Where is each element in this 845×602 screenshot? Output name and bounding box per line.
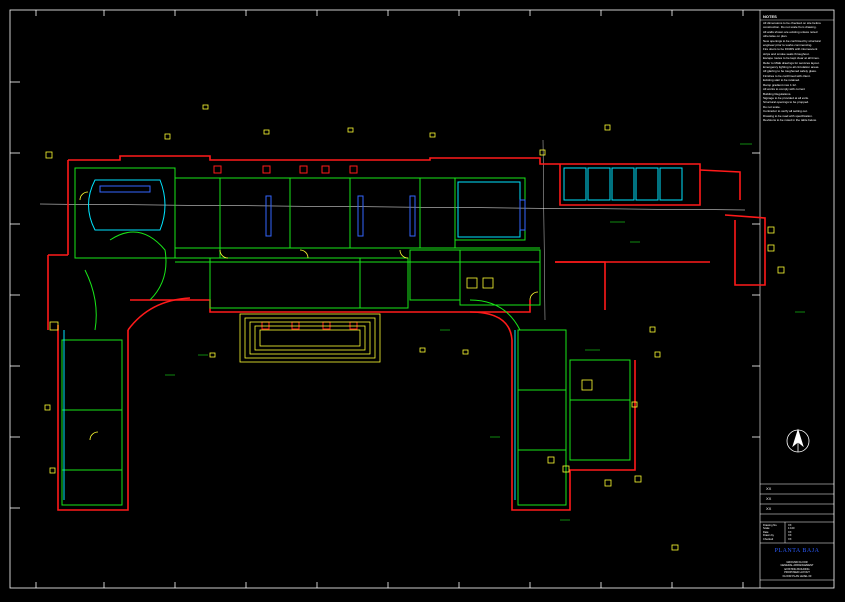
company-logo: PLANTA BAJA: [774, 548, 820, 554]
note-line: Building Regulations.: [763, 91, 792, 96]
note-line: New openings to be confirmed by structur…: [763, 38, 821, 43]
note-line: Drawing to be read with specification.: [763, 113, 813, 118]
door-markers: [44, 104, 785, 551]
grid-ticks: [10, 10, 760, 588]
legend-key: Drawn by: [763, 534, 774, 538]
title-block-line: GROUND FLOOR: [786, 561, 808, 564]
note-line: Structural openings to be propped.: [763, 100, 810, 105]
entrance-stairs: [239, 313, 381, 363]
title-block-line: FLOOR PLAN LEVEL 00: [782, 574, 812, 578]
note-line: Finishes to be confirmed with client.: [763, 73, 811, 78]
annotations: [165, 143, 805, 521]
north-arrow-icon: [786, 428, 810, 453]
note-line: All walls shown are existing unless note…: [763, 29, 818, 34]
note-line: Contractor to verify all setting out.: [763, 109, 808, 114]
notes-title: NOTES: [763, 14, 777, 19]
exterior-walls: [47, 155, 766, 511]
title-block-line: EXISTING BUILDING: [784, 567, 810, 571]
note-line: All works to comply with current: [763, 87, 806, 92]
note-line: engineer prior to works commencing.: [763, 43, 813, 48]
axis-line-vertical: [542, 139, 546, 321]
axis-line: [39, 203, 746, 211]
legend-value: XX: [788, 534, 792, 538]
furniture: [99, 185, 526, 237]
note-line: Fire doors to be FD30S with intumescent: [763, 47, 818, 52]
legend-value: XX: [788, 537, 792, 541]
glazing: [63, 167, 683, 500]
note-line: Refer to M&E drawings for services layou…: [763, 60, 820, 65]
note-line: Signage to be provided at all exits.: [763, 95, 809, 100]
legend-value: 1:100: [788, 527, 795, 531]
note-line: otherwise on plan.: [763, 34, 788, 39]
legend-key: Date: [763, 530, 769, 534]
revision-row: XX: [766, 496, 772, 501]
title-block-lines: [760, 483, 834, 581]
note-line: All glazing to be toughened safety glass…: [763, 69, 817, 74]
title-block-line: GENERAL ARRANGEMENT: [780, 564, 814, 568]
legend-key: Scale: [763, 527, 770, 531]
note-line: construction. Do not scale from drawing.: [763, 25, 817, 30]
note-line: Revisions to be noted in the table below…: [763, 117, 817, 122]
title-block-line: PROPOSED LAYOUT: [784, 571, 810, 575]
note-line: strips and smoke seals throughout.: [763, 51, 810, 56]
note-line: Existing stair to be retained.: [763, 78, 801, 83]
note-line: Do not scale.: [763, 104, 781, 109]
legend-key: Drawing No.: [763, 524, 778, 527]
note-line: Ramp gradient max 1:12.: [763, 82, 797, 87]
legend-key: Checked: [763, 537, 774, 541]
notes-body: All dimensions to be checked on site bef…: [763, 21, 827, 122]
note-line: Escape routes to be kept clear at all ti…: [763, 56, 820, 61]
drawing-frame: [9, 9, 835, 589]
note-line: Emergency lighting to all circulation ar…: [763, 65, 820, 70]
note-line: All dimensions to be checked on site bef…: [763, 21, 821, 25]
legend-value: XX: [788, 524, 792, 527]
interior-partitions: [61, 167, 631, 506]
revision-row: XX: [766, 506, 772, 511]
revision-row: XX: [766, 486, 772, 491]
legend-value: XX: [788, 530, 792, 534]
